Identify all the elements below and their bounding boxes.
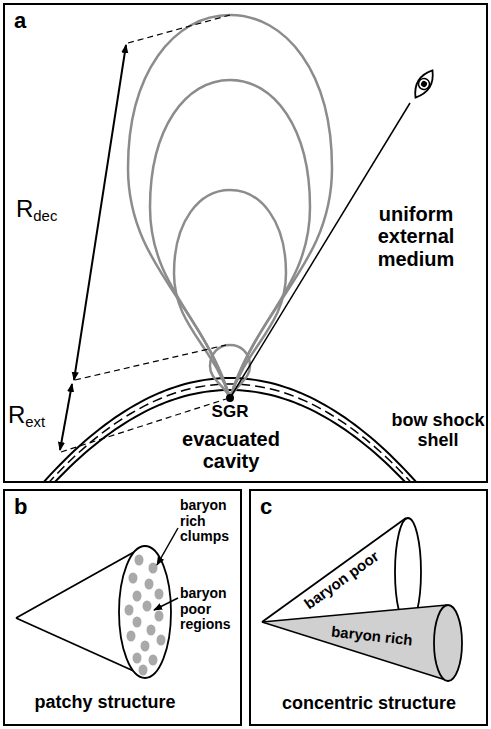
panel-frame: c <box>249 489 488 726</box>
inner-cone-body <box>262 605 449 681</box>
panel-caption: concentric structure <box>282 693 456 713</box>
subscript: dec <box>33 208 57 224</box>
region-label: uniform external medium <box>360 203 472 270</box>
dimension-label: Rext <box>8 402 45 430</box>
extension-dashed <box>128 15 230 43</box>
structure-label: bow shock shell <box>390 410 486 450</box>
clump-dot <box>147 625 156 636</box>
rdec-arrow <box>74 45 126 380</box>
clump-dot <box>149 655 158 666</box>
clump-dot <box>157 635 166 646</box>
panel-b-art <box>16 528 178 678</box>
clump-dot <box>143 601 152 612</box>
panel-letter: a <box>5 5 26 32</box>
clump-dot <box>127 631 136 642</box>
decay-contours <box>128 15 332 398</box>
cone-base <box>119 546 171 678</box>
panel-caption: patchy structure <box>34 692 175 712</box>
extension-dashed <box>75 345 226 380</box>
rext-arrow <box>60 384 72 450</box>
outer-cone-edge <box>262 518 406 622</box>
dimension-lines <box>60 15 230 452</box>
panel-a-art <box>0 15 470 563</box>
clump-dot <box>125 605 134 616</box>
clump-dot <box>135 555 144 566</box>
clump-dot <box>133 653 142 664</box>
leader-arrow <box>157 528 178 565</box>
region-label: evacuated cavity <box>171 428 291 473</box>
clump-dot <box>139 665 148 676</box>
cone-label: baryon poor <box>302 548 383 613</box>
callout-label: baryon rich clumps <box>180 498 238 545</box>
contour-loop <box>210 345 250 398</box>
callout-label: baryon poor regions <box>180 586 238 633</box>
subscript: ext <box>25 414 45 430</box>
contour-loop <box>150 80 310 398</box>
clump-dot <box>145 579 154 590</box>
eye-symbol <box>410 67 438 101</box>
dimension-label: Rdec <box>16 196 57 224</box>
contour-loop <box>128 15 332 398</box>
leader-arrow <box>154 598 178 610</box>
clump-dot <box>149 563 158 574</box>
source-label: SGR <box>212 402 249 421</box>
clump-dot <box>133 617 142 628</box>
panel-letter: b <box>5 491 27 518</box>
shell-middle-dashed <box>5 384 470 481</box>
shell-inner-line <box>5 390 470 481</box>
panel-c-art <box>262 518 462 681</box>
panel-letter: c <box>251 491 272 518</box>
eye-outline <box>410 67 438 101</box>
clump-dot <box>155 611 164 622</box>
clump-dot <box>155 589 164 600</box>
clump-dot <box>129 573 138 584</box>
inner-cone-base <box>434 605 462 681</box>
clump-dot <box>141 641 150 652</box>
inner-cone-edge <box>262 622 449 681</box>
inner-cone-edge <box>262 605 447 622</box>
clump-dot <box>133 591 142 602</box>
eye-pupil <box>420 80 428 88</box>
baryon-clumps <box>125 555 166 676</box>
eye-iris <box>416 76 431 91</box>
contour-loop <box>174 190 286 398</box>
